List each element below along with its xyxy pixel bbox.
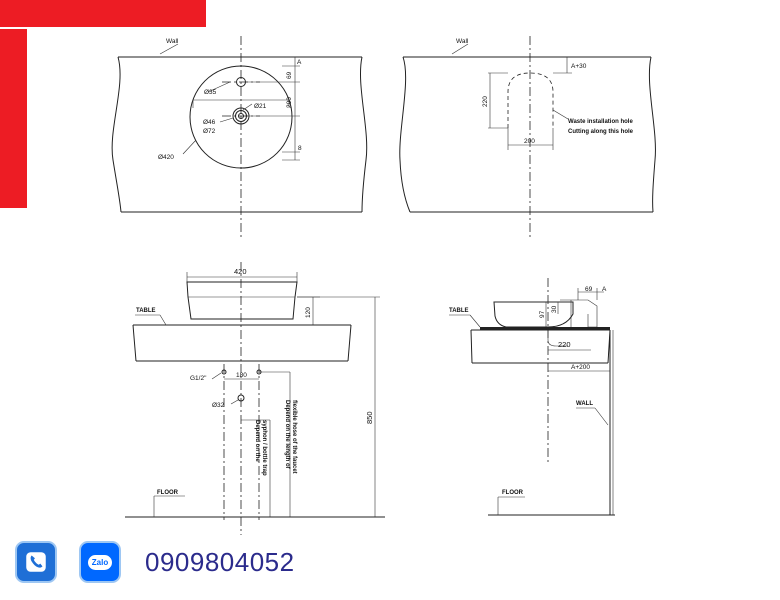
top-plan-view: Wall Ø35 Ø21 Ø46 Ø72 Ø420 A 69 200 8 <box>111 36 368 238</box>
dim-d32-front: Ø32 <box>212 402 225 409</box>
phone-glyph-icon <box>26 552 46 572</box>
dim-8-top: 8 <box>298 145 302 152</box>
dim-200-waste: 200 <box>524 138 535 145</box>
dim-97-side: 97 <box>539 310 546 318</box>
zalo-label: Zalo <box>87 554 113 570</box>
brand-bar-side <box>0 29 27 208</box>
dim-d46: Ø46 <box>203 119 216 126</box>
dim-a-side: A <box>602 286 607 293</box>
floor-label-side: FLOOR <box>502 490 524 496</box>
zalo-icon[interactable]: Zalo <box>79 541 121 583</box>
countertop-edge <box>480 327 610 330</box>
dim-220-waste: 220 <box>482 96 489 107</box>
side-view: 69 A 97 30 TABLE 220 A+200 WALL FLOOR <box>449 278 615 516</box>
dim-d35: Ø35 <box>204 89 217 96</box>
dim-120-front: 120 <box>305 307 312 318</box>
phone-icon[interactable] <box>15 541 57 583</box>
floor-label-front: FLOOR <box>157 490 179 496</box>
dim-a200-side: A+200 <box>571 364 590 371</box>
waste-note-line1: Waste installation hole <box>568 119 633 125</box>
phone-number[interactable]: 0909804052 <box>145 546 295 577</box>
front-view: 420 120 850 TABLE 180 G1/2" Ø32 Depend o… <box>125 262 385 535</box>
dim-420-front: 420 <box>234 267 247 276</box>
dim-850-front: 850 <box>365 411 374 424</box>
brand-bar-top <box>0 0 206 27</box>
dim-69-side: 69 <box>585 286 593 293</box>
dim-220-side: 220 <box>558 340 571 349</box>
dim-69-top: 69 <box>286 71 293 79</box>
note-faucet-2: flexible hose of the faucet <box>291 400 297 474</box>
dim-d21: Ø21 <box>254 103 267 110</box>
wall-label-side: WALL <box>576 401 593 407</box>
dim-a30: A+30 <box>571 63 587 70</box>
table-label-front: TABLE <box>136 308 156 314</box>
note-faucet-1: Depend on the length of <box>284 400 290 470</box>
dim-30-side: 30 <box>551 305 558 313</box>
wall-label-waste: Wall <box>456 38 469 45</box>
waste-note-line2: Cutting along this hole <box>568 129 634 135</box>
wall-label-top: Wall <box>166 38 179 45</box>
dim-180-front: 180 <box>236 372 247 379</box>
dim-d72: Ø72 <box>203 128 216 135</box>
dim-g12: G1/2" <box>190 375 207 382</box>
waste-plan-view: Wall 220 200 A+30 Waste installation hol… <box>399 36 656 238</box>
table-label-side: TABLE <box>449 308 469 314</box>
dim-d420: Ø420 <box>158 154 174 161</box>
dim-a-top: A <box>297 59 302 66</box>
note-trap-2: syphon / bottle trap <box>261 420 267 476</box>
dim-200-top: 200 <box>286 97 293 108</box>
note-trap-1: Depend on the <box>254 420 260 462</box>
contact-bar: Zalo 0909804052 <box>15 538 295 586</box>
